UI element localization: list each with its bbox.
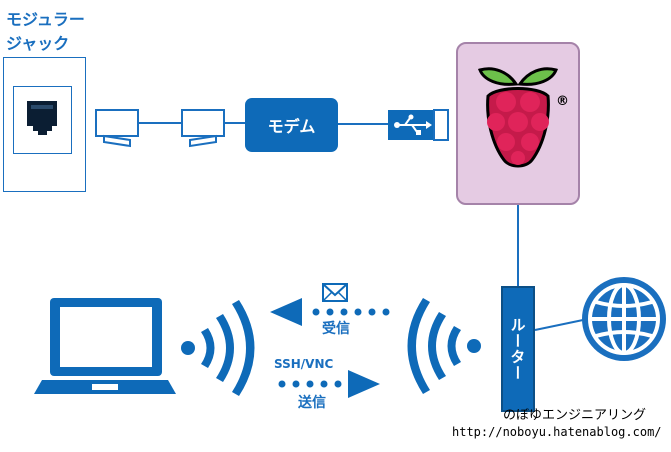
router-internet-line xyxy=(534,319,584,331)
router-label: ルーター xyxy=(508,317,527,381)
modular-jack-label-line2: ジャック xyxy=(6,34,70,53)
receive-label: 受信 xyxy=(322,321,350,337)
credit-url: http://noboyu.hatenablog.com/ xyxy=(452,425,662,439)
raspberry-pi-logo xyxy=(477,67,559,168)
registered-mark: ® xyxy=(556,94,569,109)
raspberry-pi-box xyxy=(456,42,580,205)
phone-cable xyxy=(95,109,225,148)
mail-icon xyxy=(322,283,348,302)
laptop-icon xyxy=(34,298,176,394)
laptop-wifi-waves xyxy=(181,300,255,396)
usb-icon xyxy=(388,109,449,141)
credit-name: のぼゆエンジニアリング xyxy=(503,408,647,423)
modular-jack-socket xyxy=(13,86,72,154)
receive-arrow xyxy=(270,298,390,326)
globe-icon xyxy=(582,277,666,361)
send-label: 送信 xyxy=(298,395,326,411)
modem-label: モデム xyxy=(267,117,316,136)
ethernet-port-icon xyxy=(27,101,57,135)
protocol-label: SSH/VNC xyxy=(274,357,334,371)
send-arrow xyxy=(278,370,380,398)
router-box: ルーター xyxy=(501,286,535,412)
modem-box: モデム xyxy=(245,98,338,152)
modular-jack-label-line1: モジュラー xyxy=(6,10,85,29)
router-wifi-waves xyxy=(407,298,481,394)
modular-jack-label: モジュラー ジャック xyxy=(6,8,85,56)
